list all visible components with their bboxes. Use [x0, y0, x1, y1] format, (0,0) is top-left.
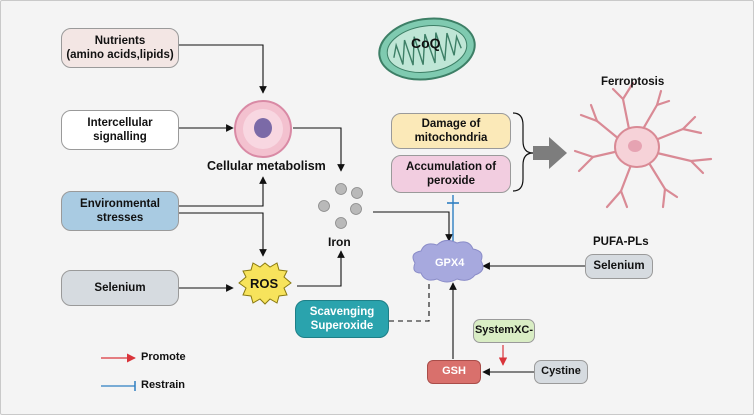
systemxc-box: SystemXC- [473, 319, 535, 343]
iron-label: Iron [328, 235, 351, 249]
mitochondrion-graphic [378, 17, 476, 81]
big-arrow-to-ferroptosis [533, 137, 567, 169]
ferroptosis-label: Ferroptosis [601, 76, 665, 88]
arrow-nutrients-to-cell [179, 44, 267, 94]
arrow-environment-to-ros [179, 212, 267, 257]
pufa-label: PUFA-PLs [593, 236, 649, 248]
damage-box: Damage of mitochondria [391, 113, 511, 149]
selenium-left-box: Selenium [61, 270, 179, 306]
gpx4-cloud [412, 239, 484, 283]
nutrients-box: Nutrients (amino acids,lipids) [61, 28, 179, 68]
accumulation-box: Accumulation of peroxide [391, 155, 511, 193]
neuron-nucleus [628, 140, 642, 152]
signalling-box: Intercellular signalling [61, 110, 179, 150]
environment-box: Environmental stresses [61, 191, 179, 231]
arrow-ros-to-iron [297, 250, 345, 287]
gsh-box: GSH [427, 360, 481, 384]
ros-star [238, 262, 292, 305]
cellular-metabolism-label: Cellular metabolism [207, 159, 326, 173]
arrow-environment-to-metabolism [179, 176, 267, 207]
cystine-box: Cystine [534, 360, 588, 384]
arrow-iron-to-gpx4 [373, 211, 453, 242]
scavenging-box: Scavenging Superoxide [295, 300, 389, 338]
iron-spheres [318, 183, 363, 229]
neuron-graphic [573, 81, 713, 209]
coq-label: CoQ [411, 35, 441, 51]
selenium-right-box: Selenium [585, 254, 653, 279]
dashed-scavenging-to-gpx4 [389, 283, 430, 322]
gpx4-label: GPX4 [435, 257, 465, 269]
ros-label: ROS [250, 276, 279, 291]
arrow-cell-to-iron [293, 127, 345, 172]
legend-promote-label: Promote [141, 351, 186, 363]
brace [512, 112, 534, 192]
legend-restrain-label: Restrain [141, 379, 186, 391]
cell-graphic [234, 100, 292, 158]
